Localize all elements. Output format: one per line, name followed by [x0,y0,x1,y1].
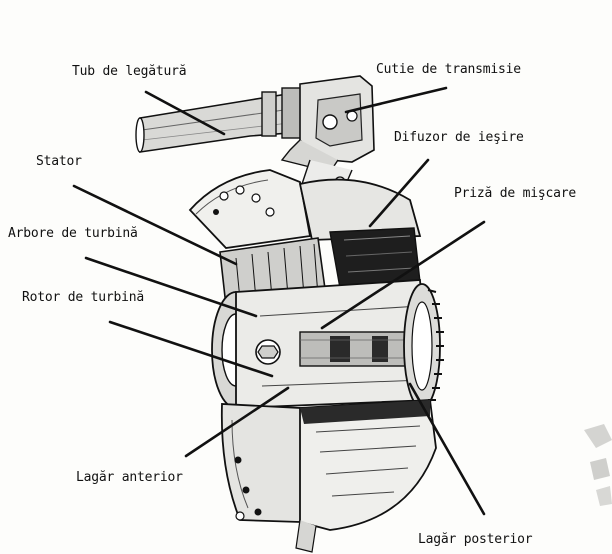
label-cutie-de-transmisie: Cutie de transmisie [376,62,521,77]
outlet-diffuser [329,227,421,289]
connecting-tube [135,87,303,153]
lower-casing [220,399,437,553]
label-arbore-de-turbina: Arbore de turbină [8,226,138,241]
rotor-drum [211,279,431,409]
label-lagar-posterior: Lagăr posterior [418,532,533,547]
leader-priza [320,220,486,330]
leader-lines [72,86,486,516]
leader-tub [144,90,226,136]
label-difuzor-de-iesire: Difuzor de ieşire [394,130,524,145]
label-tub-de-legatura: Tub de legătură [72,64,187,79]
upper-casing [188,169,422,249]
leader-lagar-ant [184,386,290,458]
leader-rotor [108,320,274,378]
label-priza-de-miscare: Priză de mişcare [454,186,577,201]
leader-lagar-post [408,382,486,516]
leader-arbore [84,256,258,318]
label-stator: Stator [36,154,82,169]
leader-stator [72,184,238,266]
gearbox-housing [280,75,375,199]
leader-cutie [344,86,448,114]
label-rotor-de-turbina: Rotor de turbină [22,290,145,305]
scan-speckle [584,424,612,506]
leader-difuzor [368,158,430,228]
label-lagar-anterior: Lagăr anterior [76,470,183,485]
rotor-gear-ring [403,283,444,409]
